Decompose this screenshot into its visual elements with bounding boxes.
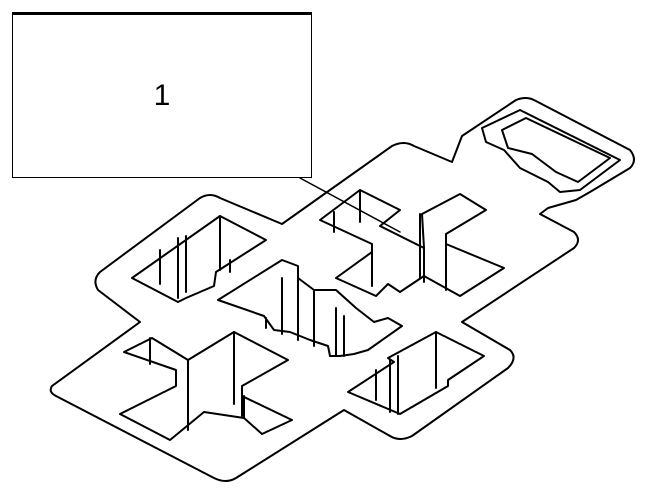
- pocket-left-upper: [131, 215, 267, 303]
- pocket-center: [319, 189, 505, 297]
- tray-outline: [49, 97, 635, 482]
- tray-inner-rim: [481, 109, 621, 193]
- leader-line: [299, 177, 401, 233]
- pocket-middle: [217, 259, 403, 357]
- tray-top-pocket: [501, 117, 611, 183]
- callout-box: 1: [12, 12, 312, 178]
- pocket-lower-left: [119, 331, 293, 441]
- pocket-center-walls: [333, 189, 447, 291]
- pocket-lower-right-walls: [375, 331, 437, 415]
- pocket-left-upper-wall: [159, 215, 231, 299]
- pocket-middle-walls: [265, 277, 345, 357]
- pocket-lower-left-walls: [149, 331, 245, 431]
- callout-number: 1: [153, 79, 171, 112]
- pocket-lower-right: [347, 331, 485, 415]
